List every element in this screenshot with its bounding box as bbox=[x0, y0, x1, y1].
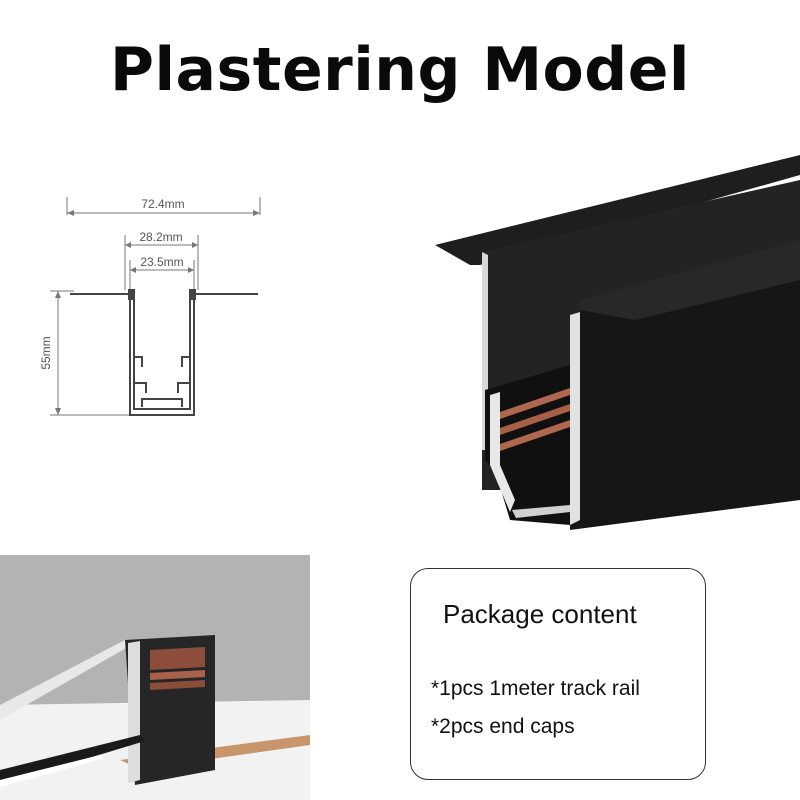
package-heading: Package content bbox=[443, 599, 637, 629]
dim-total-width: 72.4mm bbox=[141, 197, 184, 211]
track-rail-render bbox=[435, 155, 800, 530]
dim-inner-width: 23.5mm bbox=[140, 255, 183, 269]
package-item: *1pcs 1meter track rail bbox=[431, 677, 640, 700]
dim-height: 55mm bbox=[39, 336, 53, 369]
package-item: *2pcs end caps bbox=[431, 715, 575, 738]
dimension-diagram: 72.4mm 28.2mm 23.5mm 55mm bbox=[39, 197, 261, 416]
package-content-box: Package content *1pcs 1meter track rail … bbox=[410, 568, 706, 780]
installed-scene-photo bbox=[0, 555, 310, 800]
page-title: Plastering Model bbox=[110, 35, 690, 105]
dim-mid-width: 28.2mm bbox=[139, 230, 182, 244]
